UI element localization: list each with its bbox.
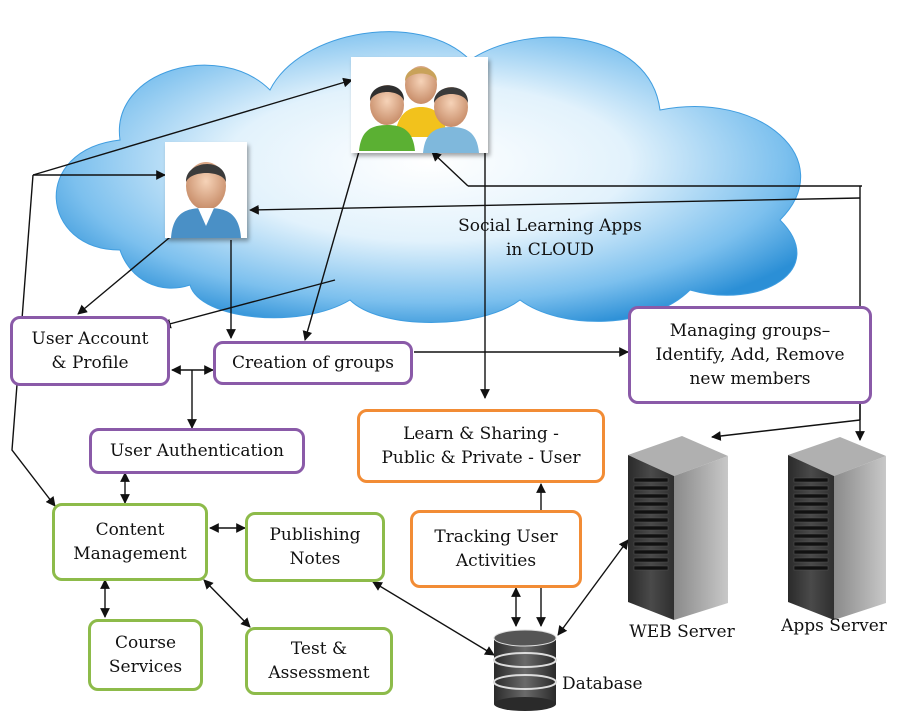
database-icon <box>493 629 557 711</box>
managing-groups-box: Managing groups– Identify, Add, Remove n… <box>628 306 872 404</box>
apps-server-label: Apps Server <box>781 616 887 636</box>
test-assessment-box: Test & Assessment <box>245 627 393 695</box>
creation-of-groups-box: Creation of groups <box>213 341 413 385</box>
creation-of-groups-label: Creation of groups <box>232 353 394 373</box>
cloud-icon <box>55 31 802 323</box>
cloud-label: Social Learning Apps in CLOUD <box>458 216 642 260</box>
user-account-profile-box: User Account & Profile <box>10 316 170 386</box>
user-authentication-box: User Authentication <box>89 428 305 474</box>
user-group-icon <box>351 57 488 153</box>
managing-groups-label: Managing groups– Identify, Add, Remove n… <box>655 321 845 389</box>
test-assessment-label: Test & Assessment <box>268 639 370 683</box>
course-services-label: Course Services <box>108 633 183 677</box>
user-account-profile-label: User Account & Profile <box>31 329 149 373</box>
content-management-box: Content Management <box>52 503 208 581</box>
publishing-notes-box: Publishing Notes <box>245 512 385 582</box>
publishing-notes-label: Publishing Notes <box>269 525 361 569</box>
web-server-icon <box>628 436 728 620</box>
learn-sharing-label: Learn & Sharing - Public & Private - Use… <box>381 424 581 468</box>
learn-sharing-box: Learn & Sharing - Public & Private - Use… <box>357 409 605 483</box>
single-user-icon <box>165 142 247 238</box>
user-authentication-label: User Authentication <box>109 441 285 461</box>
database-label: Database <box>562 674 643 694</box>
connectors <box>11 77 865 656</box>
course-services-box: Course Services <box>88 619 203 691</box>
content-management-label: Content Management <box>73 520 187 564</box>
apps-server-icon <box>788 437 886 620</box>
tracking-user-activities-label: Tracking User Activities <box>434 527 558 571</box>
tracking-user-activities-box: Tracking User Activities <box>410 510 582 588</box>
web-server-label: WEB Server <box>629 622 735 642</box>
